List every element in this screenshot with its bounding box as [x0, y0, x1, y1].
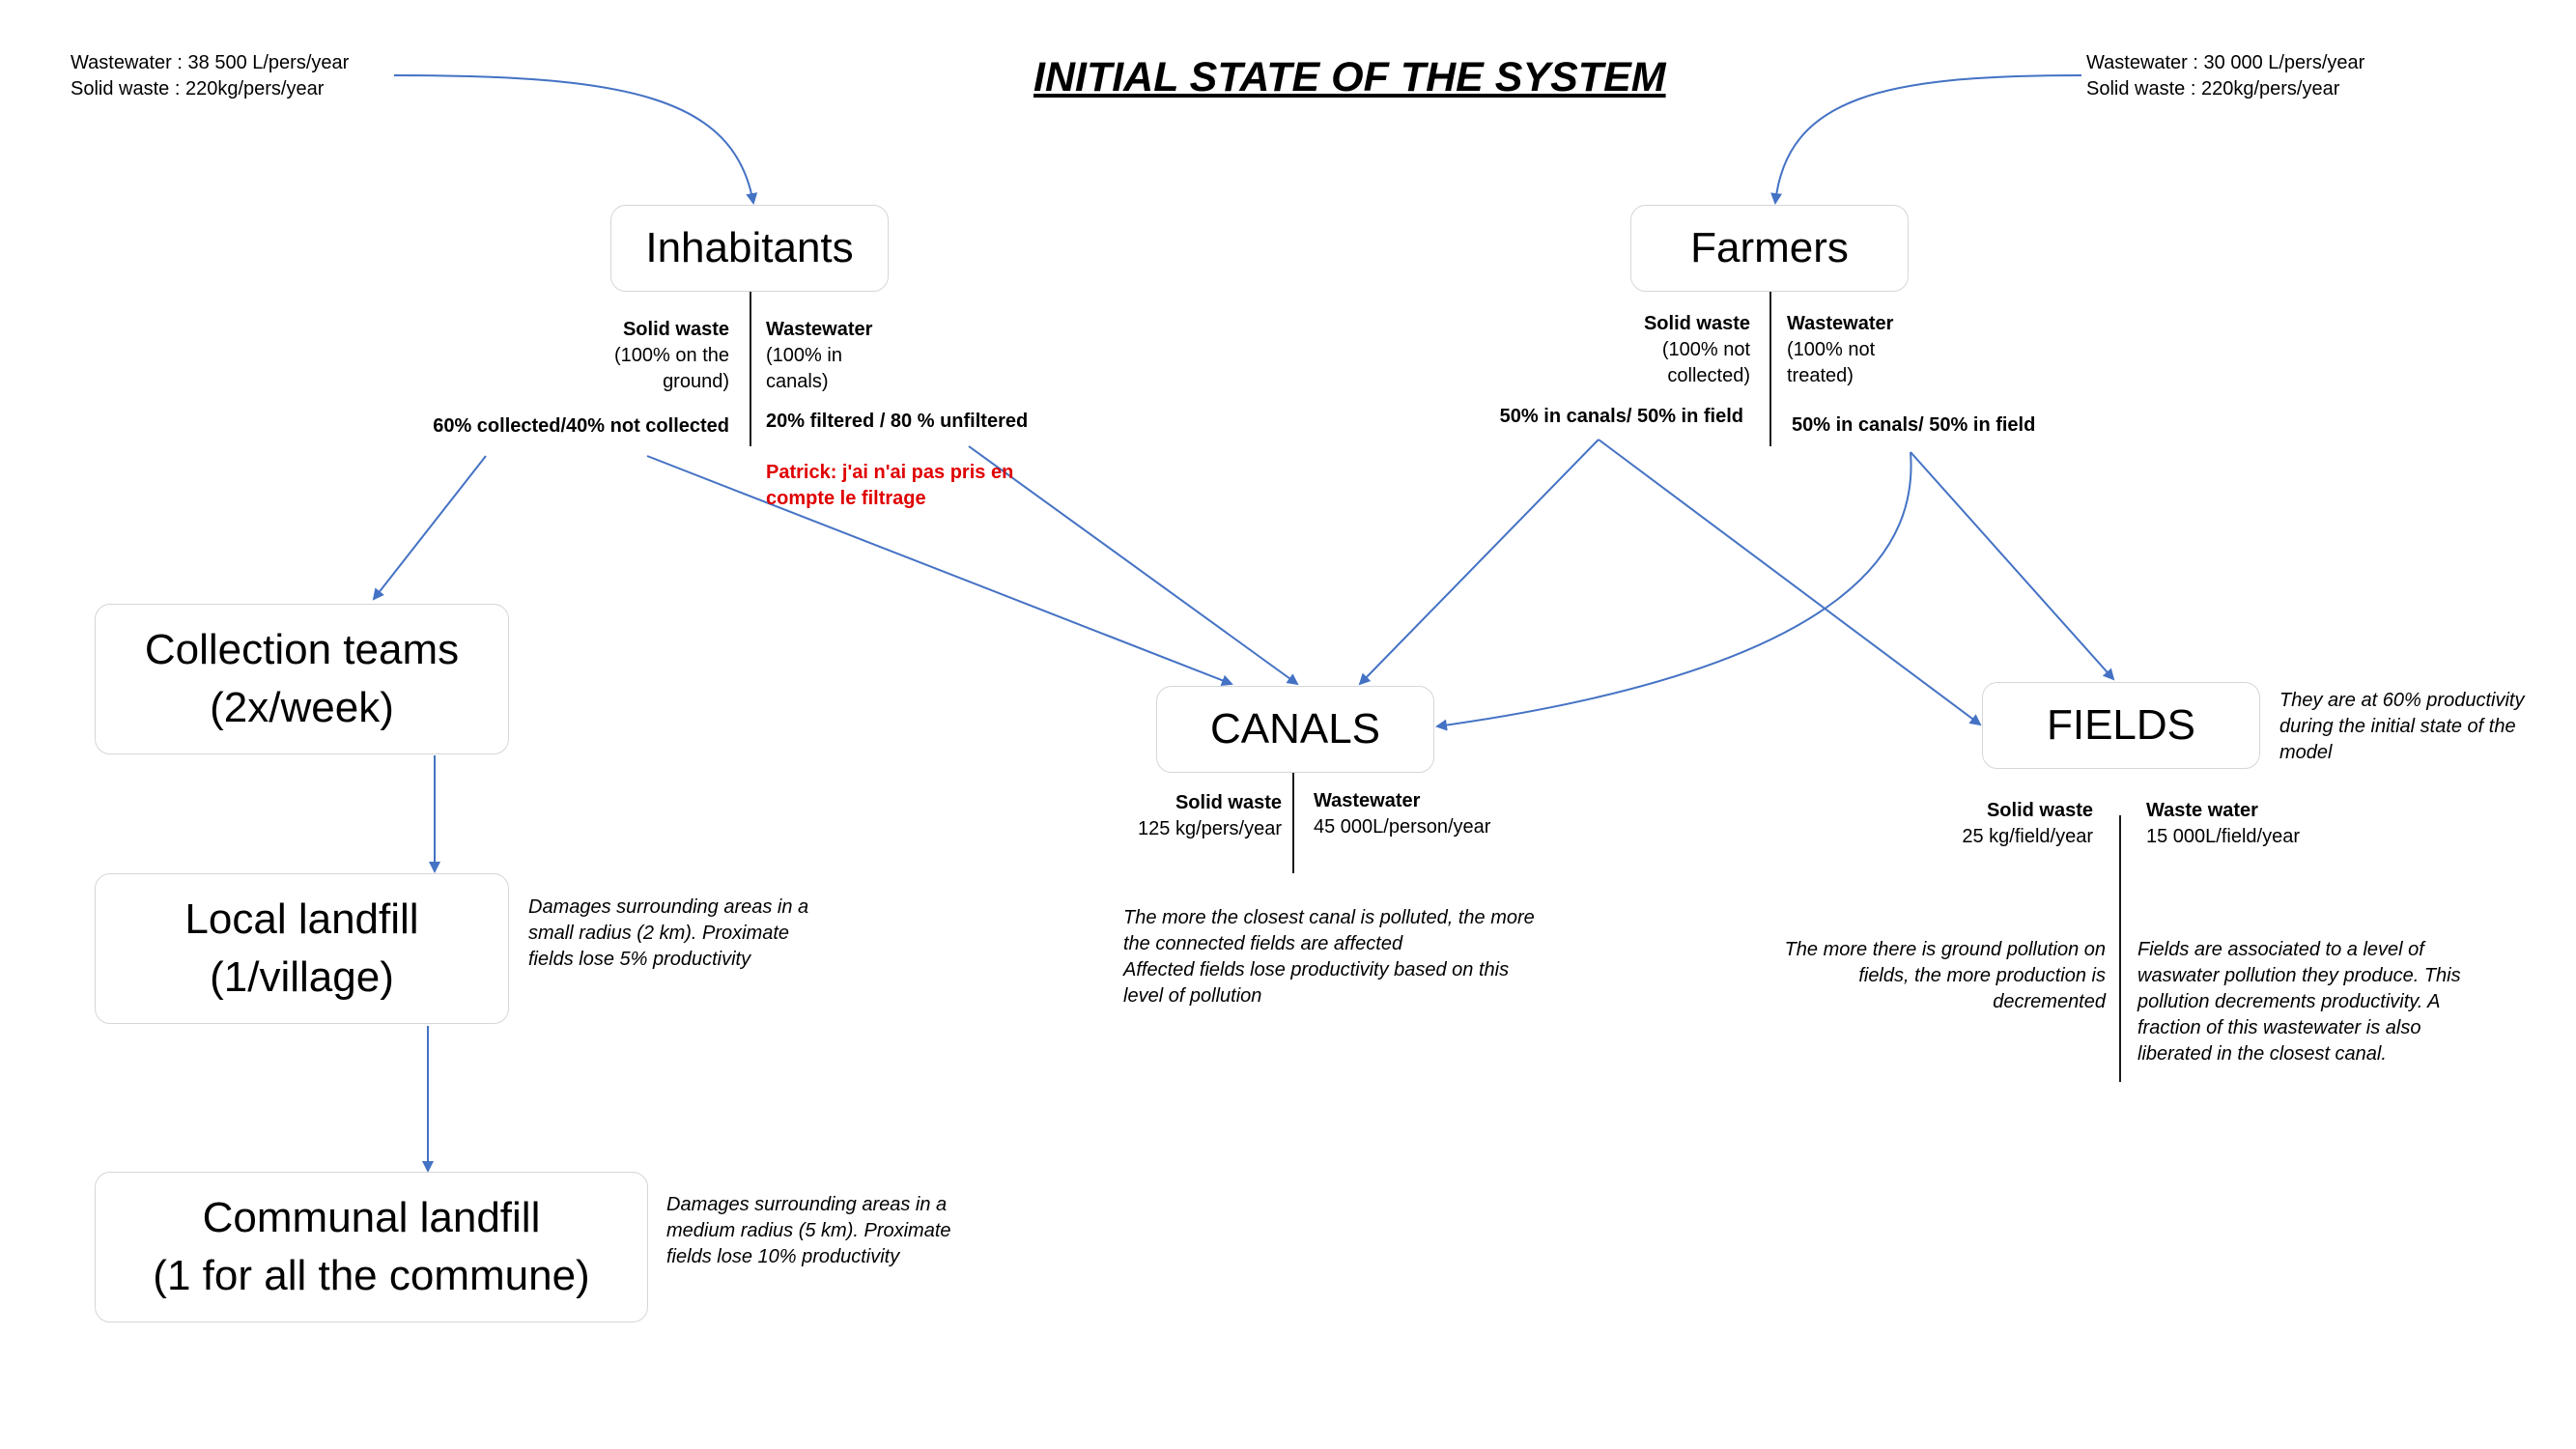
fields-divider	[2119, 815, 2121, 1082]
inhabitants-divider	[750, 292, 751, 446]
collection-teams-label: Collection teams	[144, 626, 460, 673]
farmers-solid-split: 50% in canals/ 50% in field	[1499, 406, 1743, 427]
fields-productivity-note: They are at 60% productivity during the …	[2279, 688, 2524, 766]
arrow-inhabitants-solid-to-canals	[646, 455, 1233, 686]
farmers-input-solid: Solid waste : 220kg/pers/year	[2086, 78, 2340, 99]
arrow-inhabitants-waste-to-canals	[968, 445, 1299, 686]
canals-waste-value: 45 000L/person/year	[1314, 816, 1491, 838]
fields-wastewater-note: Fields are associated to a level of wasw…	[2137, 937, 2461, 1067]
local-landfill-count: (1/village)	[210, 953, 394, 1001]
fields-waste-note-line: waswater pollution they produce. This	[2137, 965, 2461, 986]
fields-waste-value: 15 000L/field/year	[2146, 826, 2301, 847]
collection-teams-node: Collection teams (2x/week)	[95, 604, 509, 754]
farmers-waste-split: 50% in canals/ 50% in field	[1792, 414, 2036, 436]
fields-solid-detail: Solid waste 25 kg/field/year	[1962, 798, 2093, 850]
communal-landfill-note-line: medium radius (5 km). Proximate	[666, 1220, 951, 1241]
canals-pollution-note: The more the closest canal is polluted, …	[1123, 905, 1535, 1009]
inhabitants-waste-detail: Wastewater (100% in canals)	[766, 317, 872, 395]
farmers-input-wastewater: Wastewater : 30 000 L/pers/year	[2086, 52, 2365, 73]
farmers-divider	[1769, 292, 1771, 446]
canals-solid-detail: Solid waste 125 kg/pers/year	[1138, 790, 1282, 842]
diagram-title: INITIAL STATE OF THE SYSTEM	[1033, 54, 1666, 100]
canals-note-line: level of pollution	[1123, 985, 1262, 1007]
fields-ground-note-line: fields, the more production is	[1858, 965, 2106, 986]
canals-note-line: Affected fields lose productivity based …	[1123, 959, 1510, 980]
communal-landfill-note-line: fields lose 10% productivity	[666, 1246, 900, 1267]
canals-node: CANALS	[1156, 686, 1434, 773]
communal-landfill-count: (1 for all the commune)	[153, 1252, 590, 1299]
canals-note-line: the connected fields are affected	[1123, 933, 1403, 954]
farmers-solid-line: collected)	[1667, 365, 1750, 386]
inhabitants-node: Inhabitants	[610, 205, 889, 292]
local-landfill-label: Local landfill	[184, 895, 419, 943]
farmers-waste-title: Wastewater	[1787, 313, 1894, 334]
local-landfill-note-line: small radius (2 km). Proximate	[528, 923, 790, 944]
arrow-farmers-solid-to-canals	[1358, 439, 1599, 686]
inhabitants-solid-line: ground)	[663, 371, 729, 392]
inhabitants-input-wastewater: Wastewater : 38 500 L/pers/year	[71, 52, 350, 73]
patrick-comment-line: compte le filtrage	[766, 488, 926, 509]
arrow-inputs-to-inhabitants	[393, 74, 758, 205]
inhabitants-solid-detail: Solid waste (100% on the ground)	[614, 317, 729, 395]
canals-solid-value: 125 kg/pers/year	[1138, 818, 1282, 839]
fields-ground-note-line: decremented	[1993, 991, 2106, 1012]
farmers-node: Farmers	[1630, 205, 1909, 292]
fields-solid-title: Solid waste	[1986, 800, 2093, 821]
farmers-solid-detail: Solid waste (100% not collected)	[1644, 311, 1750, 389]
local-landfill-note-line: Damages surrounding areas in a	[528, 896, 809, 918]
fields-productivity-line: model	[2279, 742, 2333, 763]
arrow-farmers-waste-to-fields	[1910, 451, 2115, 681]
inhabitants-input-solid: Solid waste : 220kg/pers/year	[71, 78, 325, 99]
fields-productivity-line: during the initial state of the	[2279, 716, 2516, 737]
farmers-solid-title: Solid waste	[1643, 313, 1750, 334]
farmers-input-note: Wastewater : 30 000 L/pers/year Solid wa…	[2086, 50, 2364, 102]
canals-note-line: The more the closest canal is polluted, …	[1123, 907, 1535, 928]
canals-waste-detail: Wastewater 45 000L/person/year	[1314, 788, 1490, 840]
farmers-waste-line: treated)	[1787, 365, 1854, 386]
local-landfill-note: Damages surrounding areas in a small rad…	[528, 895, 808, 973]
arrow-inhabitants-to-collection	[372, 455, 487, 601]
local-landfill-note-line: fields lose 5% productivity	[528, 949, 751, 970]
fields-productivity-line: They are at 60% productivity	[2279, 690, 2525, 711]
fields-solid-value: 25 kg/field/year	[1962, 826, 2093, 847]
collection-teams-frequency: (2x/week)	[210, 684, 394, 731]
communal-landfill-label: Communal landfill	[202, 1194, 541, 1241]
inhabitants-waste-split: 20% filtered / 80 % unfiltered	[766, 411, 1029, 432]
farmers-waste-line: (100% not	[1787, 339, 1876, 360]
fields-waste-note-line: liberated in the closest canal.	[2137, 1043, 2387, 1065]
inhabitants-solid-title: Solid waste	[622, 319, 729, 340]
fields-waste-note-line: Fields are associated to a level of	[2137, 939, 2424, 960]
arrow-inputs-to-farmers	[1770, 74, 2082, 205]
farmers-waste-detail: Wastewater (100% not treated)	[1787, 311, 1893, 389]
arrow-farmers-waste-to-canals	[1435, 451, 1912, 731]
fields-waste-detail: Waste water 15 000L/field/year	[2146, 798, 2300, 850]
patrick-comment-note: Patrick: j'ai n'ai pas pris en compte le…	[766, 460, 1013, 512]
inhabitants-solid-split: 60% collected/40% not collected	[433, 415, 729, 437]
farmers-solid-line: (100% not	[1661, 339, 1750, 360]
canals-waste-title: Wastewater	[1314, 790, 1421, 811]
inhabitants-waste-line: (100% in	[766, 345, 842, 366]
arrow-farmers-solid-to-fields	[1598, 439, 1982, 726]
communal-landfill-node: Communal landfill (1 for all the commune…	[95, 1172, 648, 1322]
fields-waste-note-line: fraction of this wastewater is also	[2137, 1017, 2421, 1038]
fields-waste-title: Waste water	[2146, 800, 2258, 821]
fields-ground-note-line: The more there is ground pollution on	[1784, 939, 2106, 960]
fields-waste-note-line: pollution decrements productivity. A	[2137, 991, 2441, 1012]
communal-landfill-note: Damages surrounding areas in a medium ra…	[666, 1192, 951, 1270]
inhabitants-waste-line: canals)	[766, 371, 829, 392]
patrick-comment-line: Patrick: j'ai n'ai pas pris en	[766, 462, 1014, 483]
inhabitants-waste-title: Wastewater	[766, 319, 873, 340]
local-landfill-node: Local landfill (1/village)	[95, 873, 509, 1024]
inhabitants-input-note: Wastewater : 38 500 L/pers/year Solid wa…	[71, 50, 349, 102]
fields-ground-pollution-note: The more there is ground pollution on fi…	[1785, 937, 2106, 1015]
canals-solid-title: Solid waste	[1175, 792, 1282, 813]
fields-node: FIELDS	[1982, 682, 2260, 769]
canals-divider	[1292, 773, 1294, 873]
inhabitants-solid-line: (100% on the	[614, 345, 729, 366]
communal-landfill-note-line: Damages surrounding areas in a	[666, 1194, 948, 1215]
